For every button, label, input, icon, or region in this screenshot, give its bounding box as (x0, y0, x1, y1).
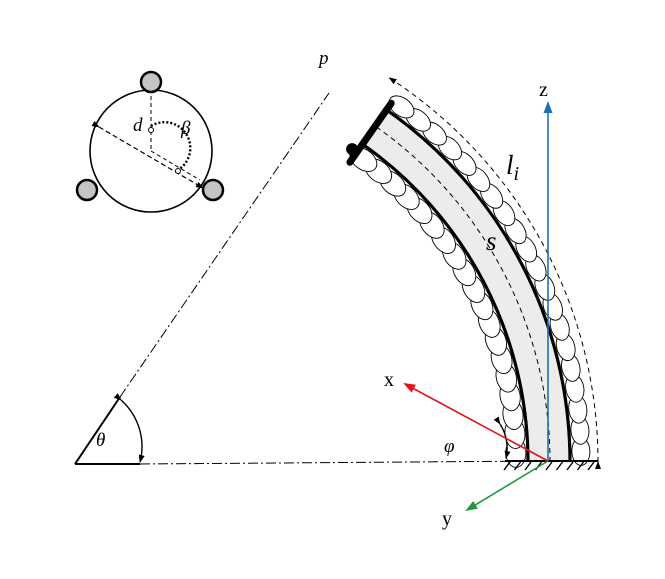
label-phi: φ (444, 436, 455, 457)
robot-body (346, 77, 602, 470)
label-beta: β (180, 118, 191, 139)
radius-line-right (150, 150, 201, 181)
label-y: y (442, 508, 452, 530)
tendon-node-left (75, 178, 99, 202)
triangle-side (74, 396, 121, 465)
label-s: s (486, 226, 497, 256)
coordinate-frame: z x y (384, 79, 553, 530)
label-z: z (539, 79, 548, 101)
hatch-mark (555, 461, 564, 471)
hatch-mark (513, 461, 522, 471)
hatch-mark (545, 461, 553, 471)
theta-arc (113, 393, 145, 463)
hatch-mark (524, 461, 532, 471)
label-x: x (384, 369, 394, 391)
y-axis (465, 460, 549, 512)
construction-line-upper (119, 92, 330, 398)
arc-end-point (175, 168, 181, 174)
label-p: p (317, 48, 329, 69)
cross-section-inset: d β (75, 70, 225, 213)
tendon-node-right (201, 178, 225, 202)
hatch-mark (503, 461, 511, 471)
tip-point-p (346, 143, 359, 156)
diameter-line (91, 120, 204, 189)
construction-line-base (139, 460, 549, 465)
center-point (148, 127, 154, 133)
angle-triangle: θ (74, 393, 145, 465)
tendon-node-top (139, 70, 163, 94)
x-axis (403, 383, 549, 462)
hatch-mark (576, 461, 585, 471)
beta-arc (150, 121, 192, 172)
hatch-mark (566, 461, 574, 471)
hatch-mark (587, 461, 595, 471)
phi-arc (493, 416, 511, 459)
label-theta: θ (96, 430, 105, 451)
tendon-length-arc (388, 77, 602, 470)
label-l: li (506, 150, 519, 185)
label-d: d (133, 115, 143, 136)
